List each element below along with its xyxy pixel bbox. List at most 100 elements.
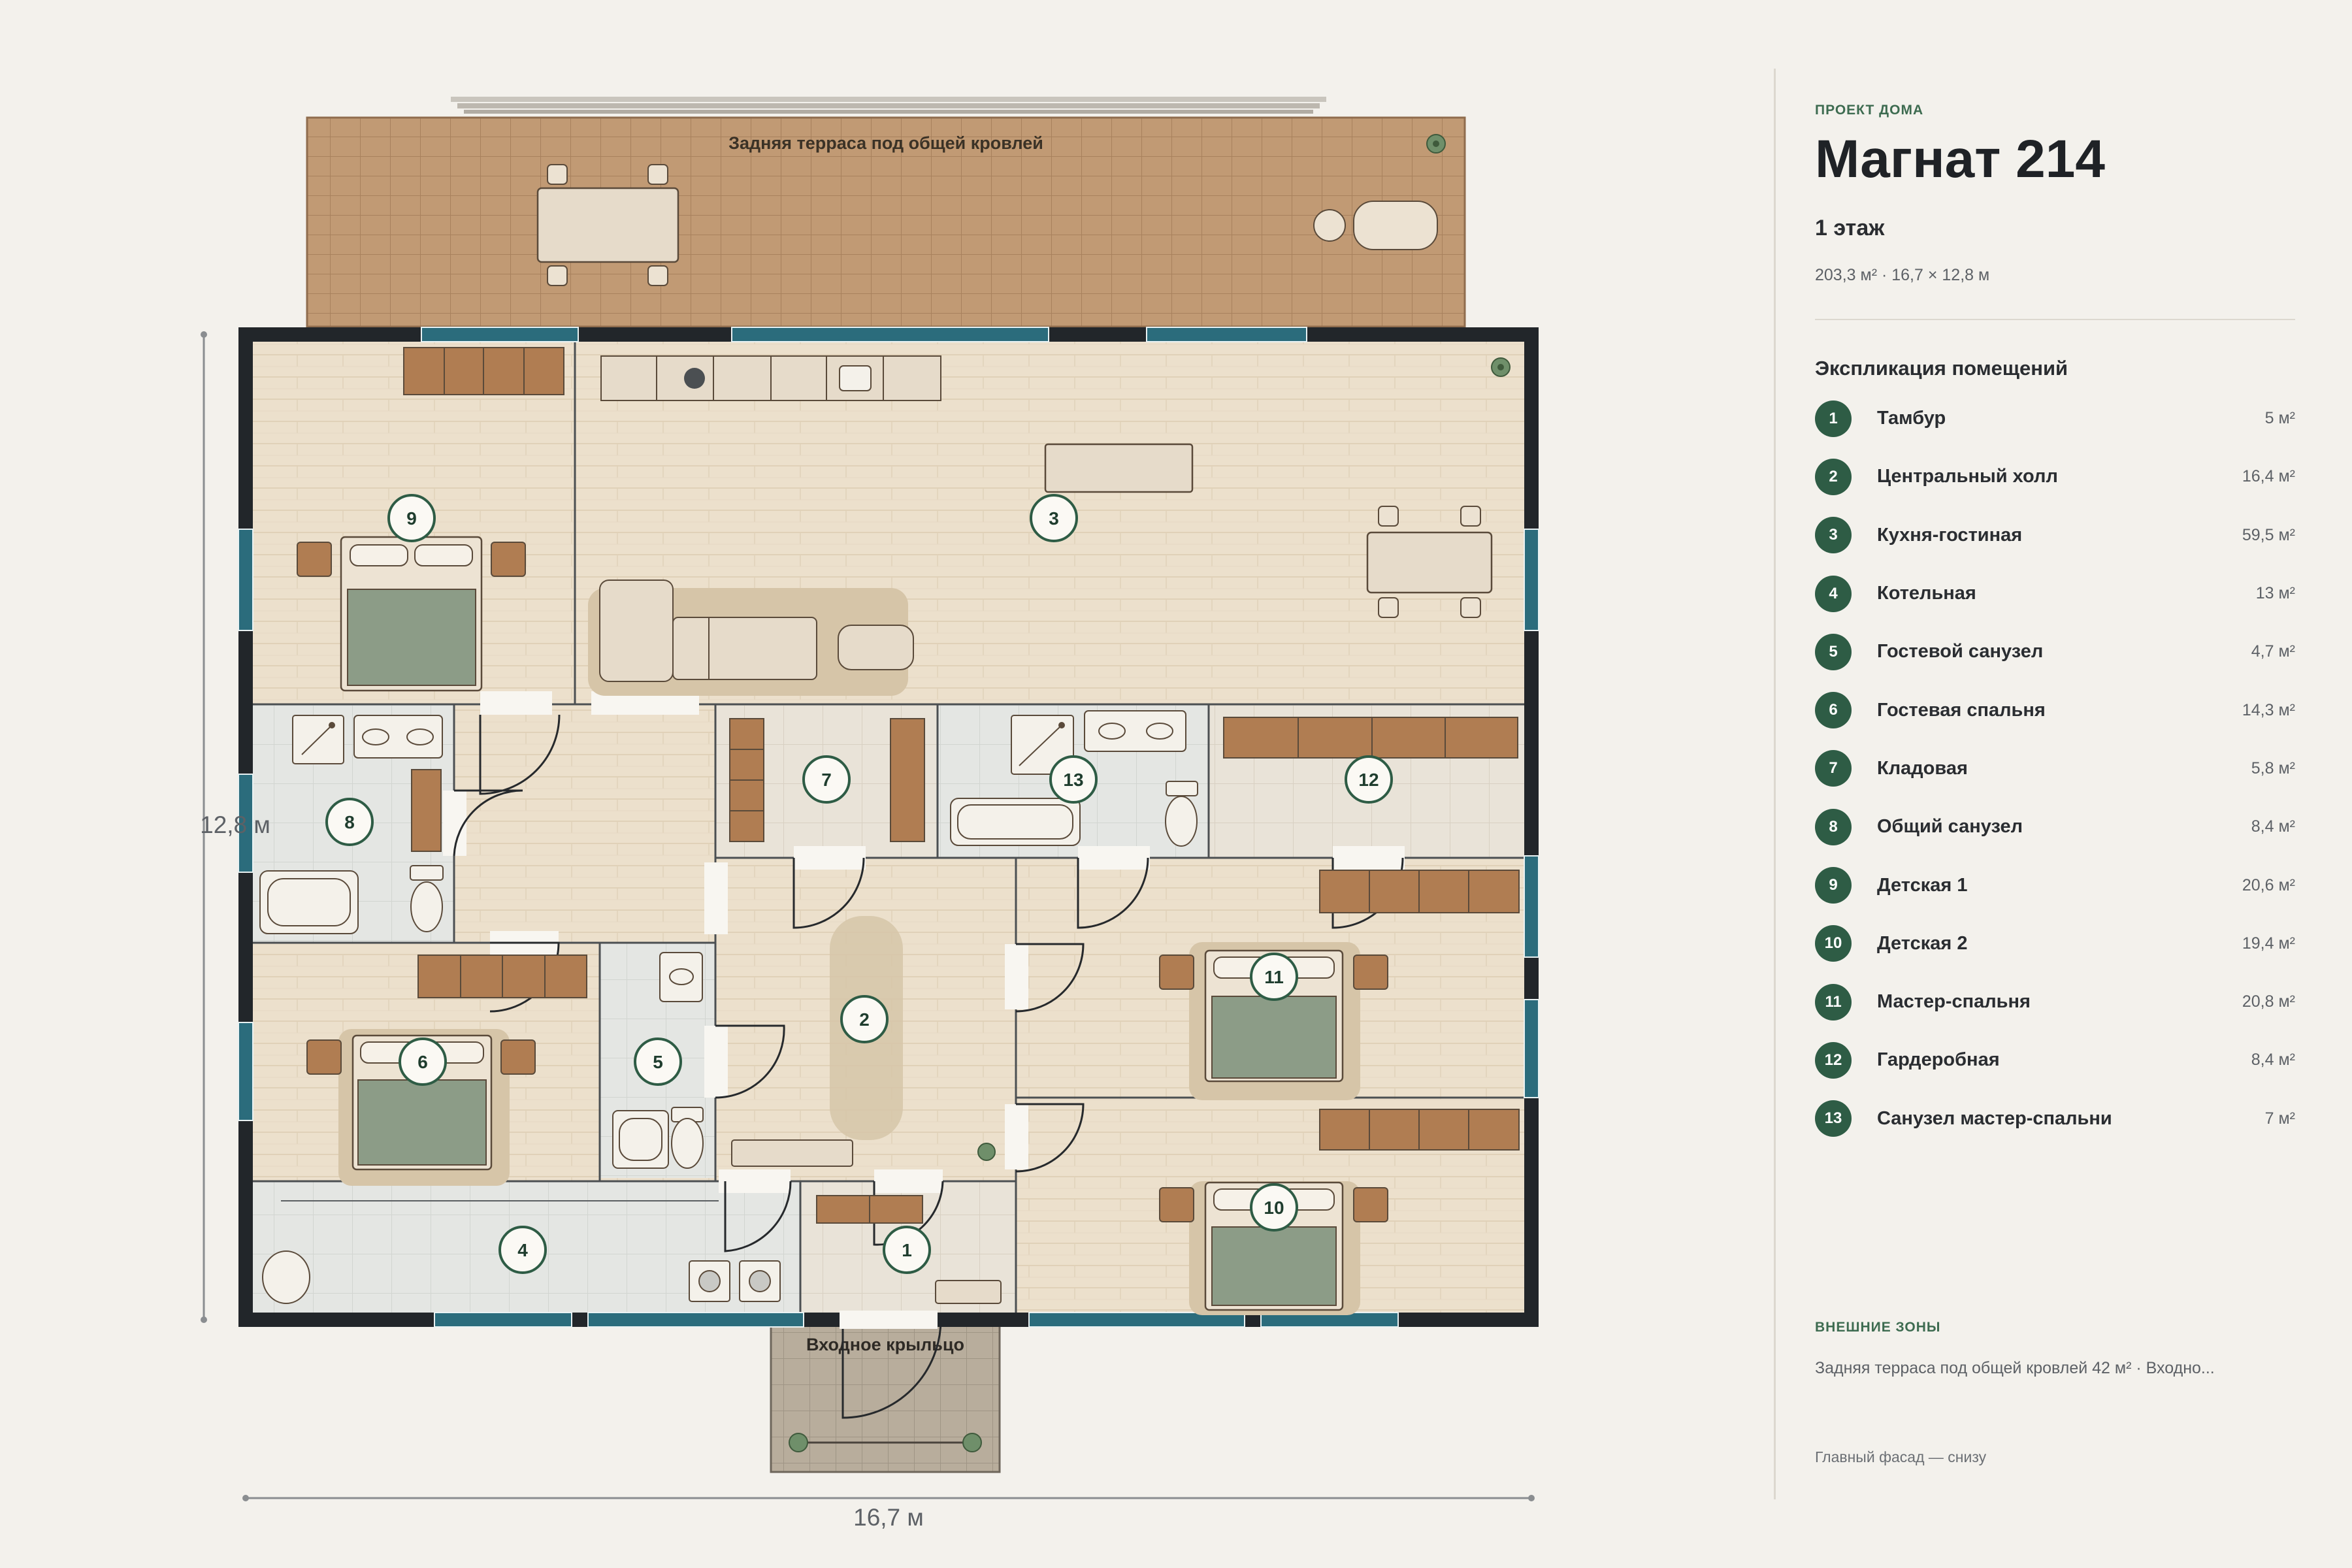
legend-title: Экспликация помещений [1815, 357, 2068, 380]
plant-icon [1426, 134, 1446, 154]
room-area: 13 м² [2255, 584, 2295, 603]
room-marker-11[interactable]: 11 [1250, 953, 1298, 1001]
room-marker-3[interactable]: 3 [1030, 494, 1078, 542]
height-label: 12,8 м [200, 811, 270, 838]
svg-text:2: 2 [859, 1009, 870, 1030]
room-number-badge: 9 [1815, 867, 1852, 904]
sidebar-content: ПРОЕКТ ДОМА Магнат 214 1 этаж 203,3 м² ·… [1815, 69, 2298, 1148]
room-area: 20,6 м² [2242, 875, 2295, 894]
room-area: 59,5 м² [2242, 525, 2295, 544]
wardrobe-kids1 [403, 347, 564, 395]
room-name: Детская 1 [1877, 874, 1968, 896]
legend-row[interactable]: 8 Общий санузел 8,4 м² [1815, 798, 2295, 856]
room-name: Детская 2 [1877, 932, 1968, 954]
dining-table [1366, 506, 1493, 618]
project-meta: 203,3 м² · 16,7 × 12,8 м [1815, 266, 1990, 284]
room-area: 8,4 м² [2251, 817, 2295, 836]
bed-guest [306, 1029, 536, 1186]
legend-row[interactable]: 6 Гостевая спальня 14,3 м² [1815, 681, 2295, 739]
room-marker-5[interactable]: 5 [634, 1037, 682, 1086]
bed-kids1 [297, 536, 526, 692]
room-number-badge: 6 [1815, 692, 1852, 729]
bathroom-fixtures-5 [612, 952, 704, 1169]
room-area: 20,8 м² [2242, 992, 2295, 1011]
external-zones-title: ВНЕШНИЕ ЗОНЫ [1815, 1320, 1941, 1335]
boiler-equipment [262, 1250, 781, 1304]
dimension-width: 16,7 м [242, 1495, 1535, 1531]
room-name: Тамбур [1877, 408, 1946, 429]
room-area: 19,4 м² [2242, 934, 2295, 953]
room-marker-9[interactable]: 9 [387, 494, 436, 542]
width-label: 16,7 м [853, 1504, 924, 1531]
room-name: Котельная [1877, 583, 1976, 604]
legend-row[interactable]: 3 Кухня-гостиная 59,5 м² [1815, 506, 2295, 564]
project-title: Магнат 214 [1815, 129, 2105, 189]
room-name: Кухня-гостиная [1877, 524, 2023, 546]
svg-text:7: 7 [821, 770, 832, 790]
room-marker-6[interactable]: 6 [399, 1037, 447, 1086]
back-terrace: Задняя терраса под общей кровлей [306, 97, 1466, 328]
floor-plan: Задняя терраса под общей кровлей Входное… [200, 97, 1539, 1531]
svg-text:13: 13 [1063, 770, 1083, 790]
room-markers: 1 2 3 4 5 6 7 8 9 10 11 12 13 [325, 494, 1393, 1274]
floor-label: 1 этаж [1815, 216, 1885, 240]
room-area: 5,8 м² [2251, 759, 2295, 777]
room-number-badge: 8 [1815, 808, 1852, 845]
terrace-lounge [1313, 201, 1438, 250]
legend-row[interactable]: 4 Котельная 13 м² [1815, 564, 2295, 623]
dimension-height: 12,8 м [200, 331, 270, 1323]
divider [1815, 319, 2295, 320]
bathroom-fixtures-8 [259, 715, 444, 934]
legend-row[interactable]: 7 Кладовая 5,8 м² [1815, 740, 2295, 798]
room-number-badge: 12 [1815, 1041, 1852, 1079]
room-number-badge: 2 [1815, 458, 1852, 495]
svg-text:9: 9 [406, 508, 417, 529]
wardrobe-guest [417, 955, 587, 998]
external-zones-text: Задняя терраса под общей кровлей 42 м² ·… [1815, 1359, 2215, 1377]
entrance-porch: Входное крыльцо [770, 1322, 1001, 1473]
legend-row[interactable]: 9 Детская 1 20,6 м² [1815, 856, 2295, 914]
svg-text:5: 5 [653, 1052, 663, 1072]
bathroom-fixtures-13 [950, 710, 1198, 847]
storage-shelves [729, 718, 925, 842]
room-name: Гостевая спальня [1877, 699, 2046, 721]
room-marker-7[interactable]: 7 [802, 755, 851, 804]
room-marker-8[interactable]: 8 [325, 798, 374, 846]
sofa [588, 580, 914, 696]
room-marker-2[interactable]: 2 [840, 995, 889, 1043]
porch-label: Входное крыльцо [806, 1335, 964, 1354]
room-number-badge: 3 [1815, 517, 1852, 554]
dressing-room-wardrobe [1223, 717, 1518, 759]
kitchen-counter [600, 355, 941, 401]
svg-text:8: 8 [344, 812, 355, 832]
room-number-badge: 7 [1815, 750, 1852, 787]
room-name: Санузел мастер-спальни [1877, 1107, 2112, 1129]
svg-text:11: 11 [1264, 967, 1284, 987]
room-name: Общий санузел [1877, 816, 2023, 838]
svg-text:6: 6 [417, 1052, 428, 1072]
facade-note: Главный фасад — снизу [1815, 1448, 1987, 1465]
room-marker-1[interactable]: 1 [883, 1226, 931, 1274]
wardrobe-kids2 [1319, 1109, 1520, 1151]
room-marker-4[interactable]: 4 [498, 1226, 547, 1274]
room-name: Гостевой санузел [1877, 641, 2044, 662]
room-area: 14,3 м² [2242, 700, 2295, 719]
bed-kids2 [1159, 1181, 1388, 1315]
room-number-badge: 4 [1815, 575, 1852, 612]
room-marker-10[interactable]: 10 [1250, 1183, 1298, 1232]
room-marker-12[interactable]: 12 [1345, 755, 1393, 804]
room-name: Гардеробная [1877, 1049, 2000, 1071]
terrace-dining-table [536, 164, 679, 286]
room-name: Кладовая [1877, 757, 1968, 779]
svg-text:1: 1 [902, 1240, 912, 1260]
room-marker-13[interactable]: 13 [1049, 755, 1098, 804]
plant-icon [1491, 357, 1511, 377]
